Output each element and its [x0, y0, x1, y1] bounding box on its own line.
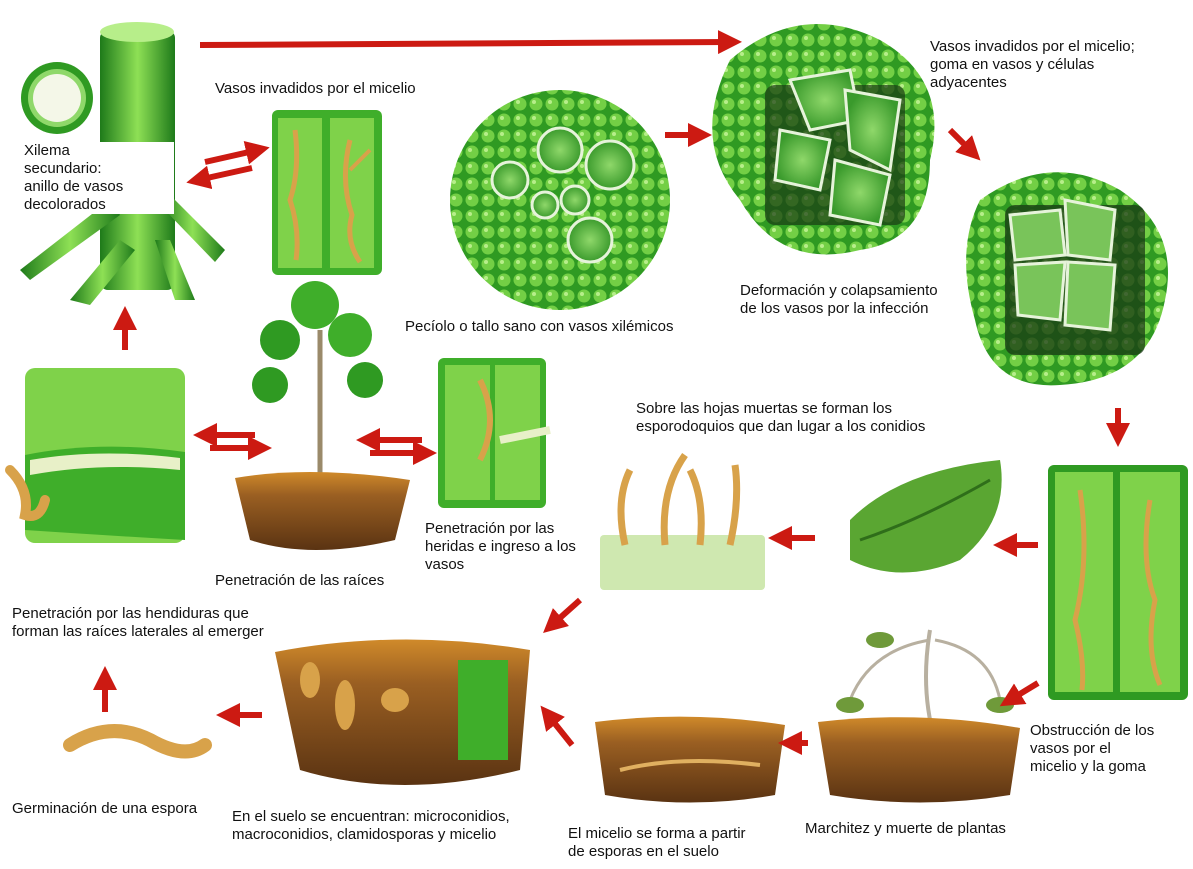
- label-obstruccion: Obstrucción de los vasos por el micelio …: [1030, 722, 1190, 776]
- label-germinacion: Germinación de una espora: [12, 800, 232, 818]
- plant-root-penetration-illustration: [235, 281, 410, 550]
- label-penetracion-heridas: Penetración por las heridas e ingreso a …: [425, 520, 615, 574]
- stem-cross-section-ring: [21, 62, 93, 134]
- arrow-sporodochia-to-soil: [552, 600, 580, 625]
- arrow-mycelium-to-soil: [548, 715, 572, 745]
- arrow-vessels-to-stem: [198, 168, 252, 180]
- gum-invaded-vessels-section: [966, 172, 1168, 385]
- arrow-deformed-to-gum: [950, 130, 972, 152]
- label-micelio-suelo: El micelio se forma a partir de esporas …: [568, 825, 808, 861]
- label-vasos-invadidos: Vasos invadidos por el micelio: [215, 80, 475, 98]
- arrow-stem-to-vessels: [205, 150, 258, 162]
- healthy-petiole-section: [450, 90, 670, 310]
- label-marchitez: Marchitez y muerte de plantas: [805, 820, 1045, 838]
- wound-penetration-illustration: [438, 358, 550, 508]
- label-peciolo: Pecíolo o tallo sano con vasos xilémicos: [405, 318, 725, 336]
- label-suelo: En el suelo se encuentran: microconidios…: [232, 808, 572, 844]
- root-section-illustration: [10, 368, 185, 543]
- label-xilema: Xilema secundario: anillo de vasos decol…: [24, 142, 174, 214]
- spore-germination-illustration: [70, 731, 205, 751]
- sporodochia-illustration: [600, 455, 765, 590]
- vessels-invaded-illustration: [272, 110, 382, 275]
- label-penetracion-raices: Penetración de las raíces: [215, 572, 415, 590]
- obstructed-vessels-illustration: [1048, 465, 1188, 700]
- arrow-obstruction-to-wilted: [1010, 683, 1038, 700]
- arrow-top-long: [200, 42, 730, 45]
- label-esporodoquios: Sobre las hojas muertas se forman los es…: [636, 400, 986, 436]
- wilted-plant-illustration: [818, 630, 1020, 803]
- label-penetracion-hendiduras: Penetración por las hendiduras que forma…: [12, 605, 322, 641]
- label-vasos-invadidos-goma: Vasos invadidos por el micelio; goma en …: [930, 38, 1180, 92]
- deformed-vessels-section: [712, 24, 934, 254]
- soil-mycelium-illustration: [595, 717, 785, 803]
- dead-leaf-illustration: [850, 460, 1002, 573]
- soil-spores-illustration: [275, 639, 530, 785]
- label-deformacion: Deformación y colapsamiento de los vasos…: [740, 282, 980, 318]
